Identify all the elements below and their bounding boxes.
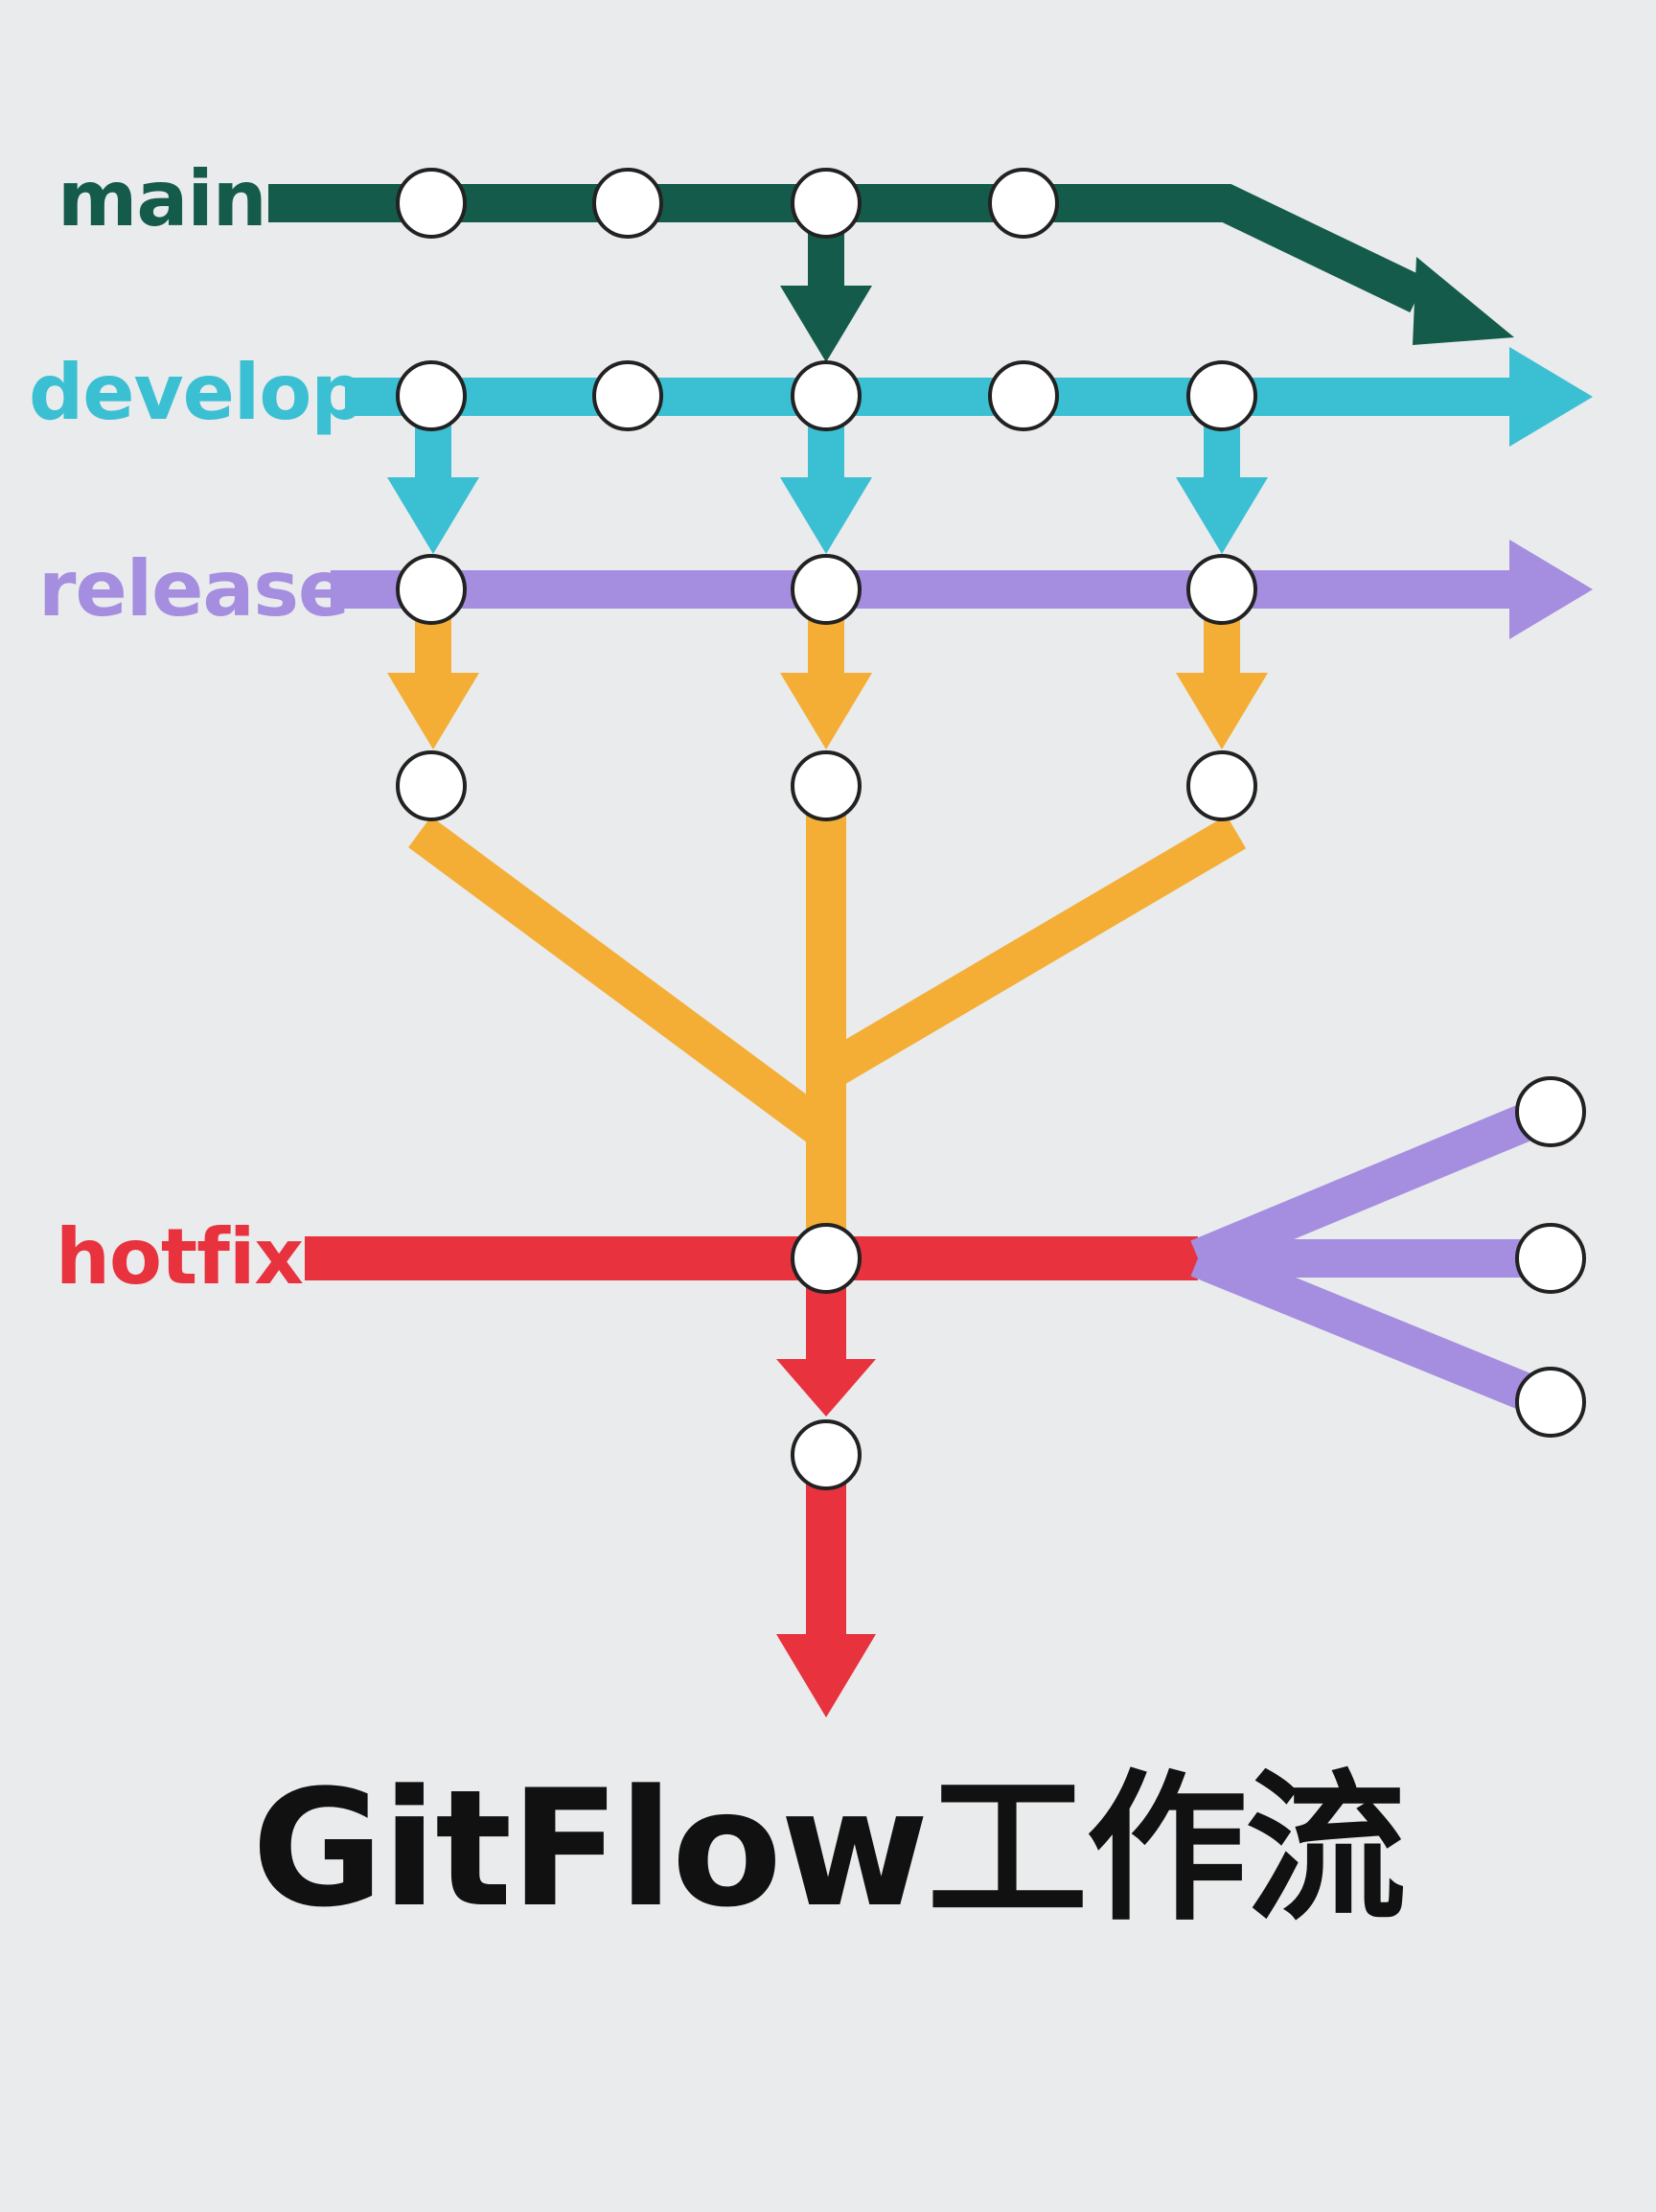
commit-node [592, 360, 663, 431]
commit-node [791, 360, 862, 431]
develop-branch-label: develop [29, 348, 366, 437]
commit-node [791, 168, 862, 239]
commit-node [1186, 554, 1257, 625]
release-to-feature-arrow-2-head [780, 673, 872, 749]
feature-branch-left [408, 816, 838, 1149]
hotfix-branch-label: hotfix [56, 1212, 304, 1302]
commit-node [592, 168, 663, 239]
main-branch-label: main [58, 154, 267, 243]
commit-node [791, 1223, 862, 1294]
develop-arrow-head [1509, 347, 1593, 447]
commit-nodes [396, 168, 1586, 1490]
hotfix-arrow-head-2 [776, 1634, 876, 1717]
branch-lines [268, 184, 1593, 1717]
commit-node [1186, 750, 1257, 821]
commit-node [1515, 1223, 1586, 1294]
release-branch-label: release [38, 544, 350, 634]
commit-node [1186, 360, 1257, 431]
commit-node [1515, 1367, 1586, 1438]
commit-node [791, 554, 862, 625]
commit-node [396, 750, 467, 821]
commit-node [791, 1419, 862, 1490]
release-to-feature-arrow-3-head [1176, 673, 1268, 749]
fan-branch-upper [1190, 1094, 1558, 1277]
diagram-title: GitFlow工作流 [251, 1755, 1407, 1943]
fan-branch-lower [1190, 1240, 1558, 1420]
commit-node [988, 168, 1059, 239]
commit-node [396, 168, 467, 239]
main-arrow-head [1413, 257, 1514, 345]
commit-node [988, 360, 1059, 431]
commit-node [396, 360, 467, 431]
develop-to-release-arrow-1-head [387, 477, 479, 554]
feature-branch-right [823, 815, 1247, 1086]
main-branch-line [268, 184, 1427, 313]
commit-node [791, 750, 862, 821]
develop-to-release-arrow-2-head [780, 477, 872, 554]
commit-node [396, 554, 467, 625]
commit-node [1515, 1076, 1586, 1147]
develop-to-release-arrow-3-head [1176, 477, 1268, 554]
main-to-develop-arrow-head [780, 286, 872, 362]
hotfix-arrow-head-1 [776, 1359, 876, 1417]
release-arrow-head [1509, 540, 1593, 639]
release-to-feature-arrow-1-head [387, 673, 479, 749]
